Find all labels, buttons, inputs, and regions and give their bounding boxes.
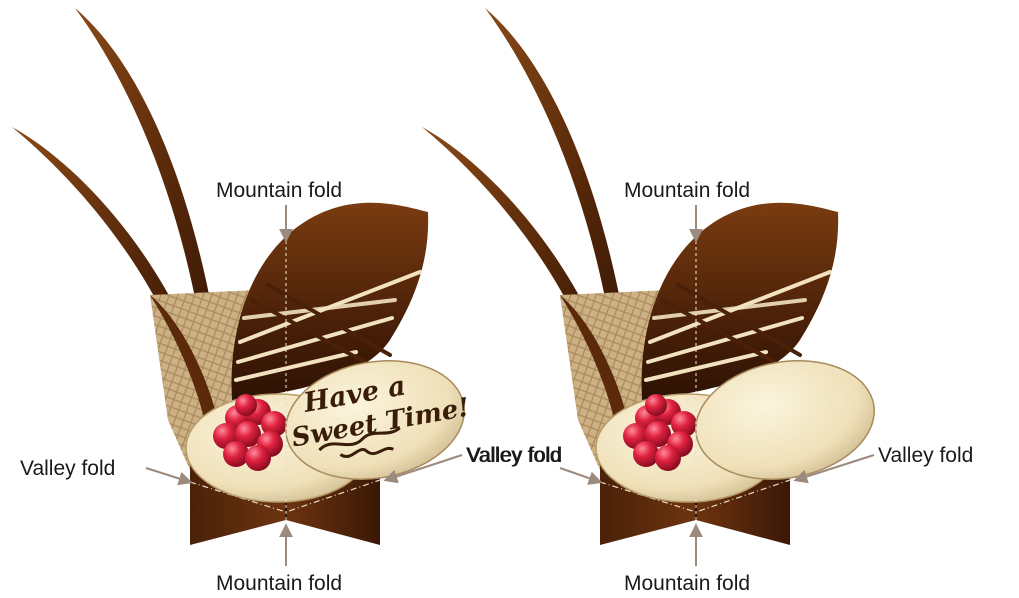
label-mountain-fold-bottom: Mountain fold: [624, 572, 750, 595]
label-mountain-fold-bottom: Mountain fold: [216, 572, 342, 595]
label-valley-fold-right: Valley fold: [878, 444, 973, 467]
panel-left: Have a Sweet Time! Mountain fold Valley …: [12, 8, 561, 595]
label-mountain-fold-top: Mountain fold: [216, 179, 342, 202]
label-valley-fold-left: Valley fold: [467, 444, 562, 467]
arrow-valley-left: [560, 468, 600, 482]
panel-right: Mountain fold Valley fold Valley fold Mo…: [422, 8, 973, 595]
arrow-valley-left: [146, 468, 190, 482]
label-mountain-fold-top: Mountain fold: [624, 179, 750, 202]
label-valley-fold-left: Valley fold: [20, 457, 115, 480]
